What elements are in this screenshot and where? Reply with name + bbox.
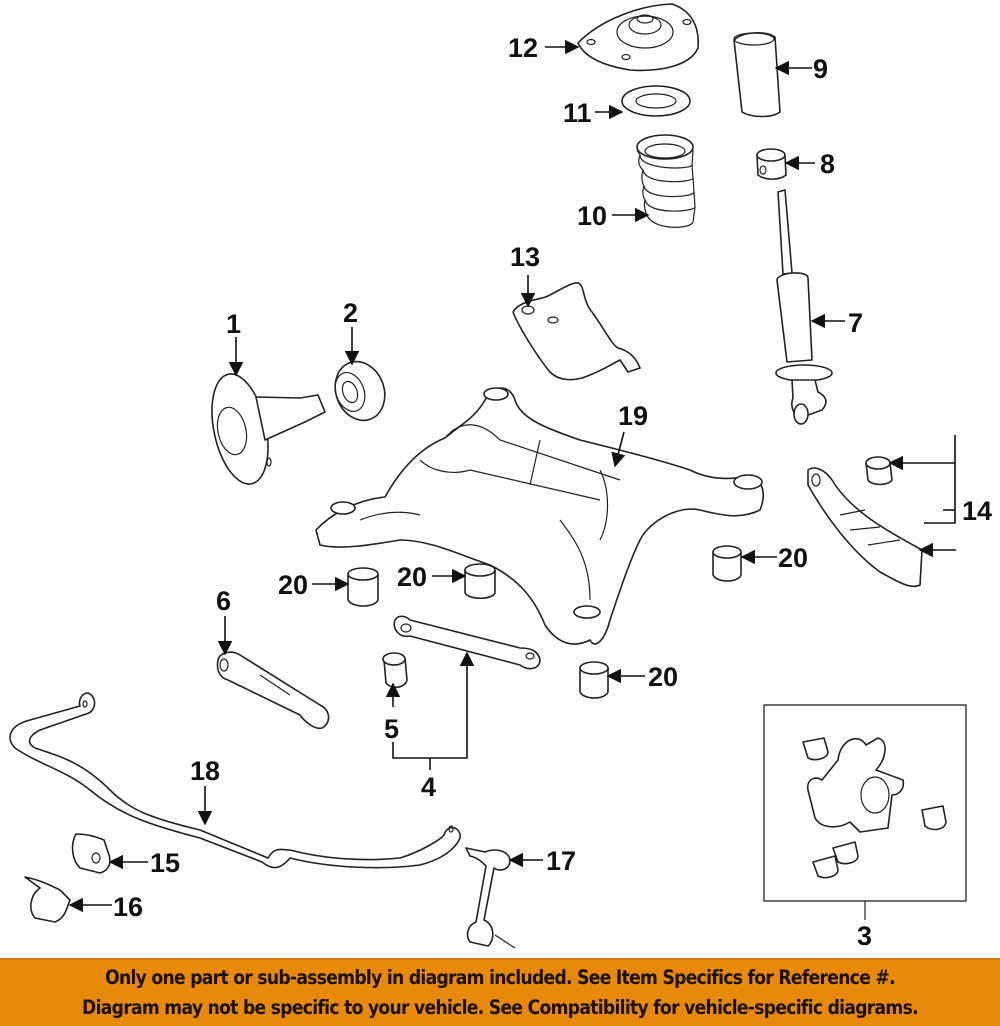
callout-3[interactable]: 3	[857, 921, 872, 951]
part-stabilizer-bushing[interactable]	[71, 833, 111, 874]
part-shock-absorber[interactable]	[775, 189, 833, 425]
callout-15[interactable]: 15	[150, 848, 180, 878]
callout-6[interactable]: 6	[216, 586, 231, 616]
part-stabilizer-link[interactable]	[465, 847, 516, 949]
callout-labels: 12 9 11 8 10 13 7 1 2 19 14 20 20 20 20 …	[113, 33, 992, 951]
callout-4[interactable]: 4	[421, 772, 436, 802]
part-stabilizer-bar[interactable]	[9, 692, 461, 869]
callout-20-b[interactable]: 20	[397, 562, 427, 592]
part-crossmember[interactable]	[315, 387, 764, 645]
callout-1[interactable]: 1	[226, 309, 241, 339]
part-wheel-bearing[interactable]	[327, 355, 393, 428]
callout-20-a[interactable]: 20	[278, 570, 308, 600]
callout-20-c[interactable]: 20	[778, 543, 808, 573]
disclaimer-banner: Only one part or sub-assembly in diagram…	[0, 958, 1000, 1026]
part-lower-control-arm[interactable]	[393, 615, 541, 670]
part-stabilizer-bracket[interactable]	[24, 876, 71, 923]
part-knuckle-assembly-box[interactable]	[763, 704, 967, 920]
part-strut-mount[interactable]	[577, 3, 699, 72]
callout-11[interactable]: 11	[563, 98, 592, 128]
callout-2[interactable]: 2	[343, 298, 358, 328]
part-dust-boot[interactable]	[733, 32, 781, 118]
callout-14[interactable]: 14	[962, 496, 992, 526]
callout-9[interactable]: 9	[813, 54, 828, 84]
callout-17[interactable]: 17	[546, 846, 576, 876]
disclaimer-line-2: Diagram may not be specific to your vehi…	[82, 996, 919, 1019]
disclaimer-line-1: Only one part or sub-assembly in diagram…	[105, 966, 895, 989]
callout-20-d[interactable]: 20	[648, 662, 678, 692]
callout-12[interactable]: 12	[508, 33, 538, 63]
part-hub[interactable]	[203, 369, 326, 489]
callout-7[interactable]: 7	[848, 308, 863, 338]
callout-13[interactable]: 13	[510, 242, 540, 272]
part-control-arm-bushing[interactable]	[382, 652, 408, 689]
callout-19[interactable]: 19	[618, 401, 648, 431]
callout-16[interactable]: 16	[113, 892, 143, 922]
leader-lines	[68, 39, 956, 913]
part-upper-control-arm[interactable]	[512, 282, 641, 381]
callout-5[interactable]: 5	[384, 714, 399, 744]
part-coil-spring[interactable]	[636, 134, 696, 228]
part-crossmember-bushing-4[interactable]	[579, 661, 609, 699]
part-crossmember-bushing-2[interactable]	[464, 563, 496, 600]
parts-diagram: 12 9 11 8 10 13 7 1 2 19 14 20 20 20 20 …	[9, 3, 992, 951]
part-crossmember-bushing-3[interactable]	[712, 545, 742, 582]
callout-18[interactable]: 18	[190, 756, 220, 786]
part-trailing-arm[interactable]	[807, 456, 923, 588]
callout-8[interactable]: 8	[820, 149, 835, 179]
part-toe-link[interactable]	[216, 651, 330, 730]
part-spring-insulator[interactable]	[621, 85, 691, 117]
part-crossmember-bushing-1[interactable]	[347, 567, 379, 607]
callout-10[interactable]: 10	[577, 201, 607, 231]
part-bump-stop[interactable]	[756, 148, 787, 180]
